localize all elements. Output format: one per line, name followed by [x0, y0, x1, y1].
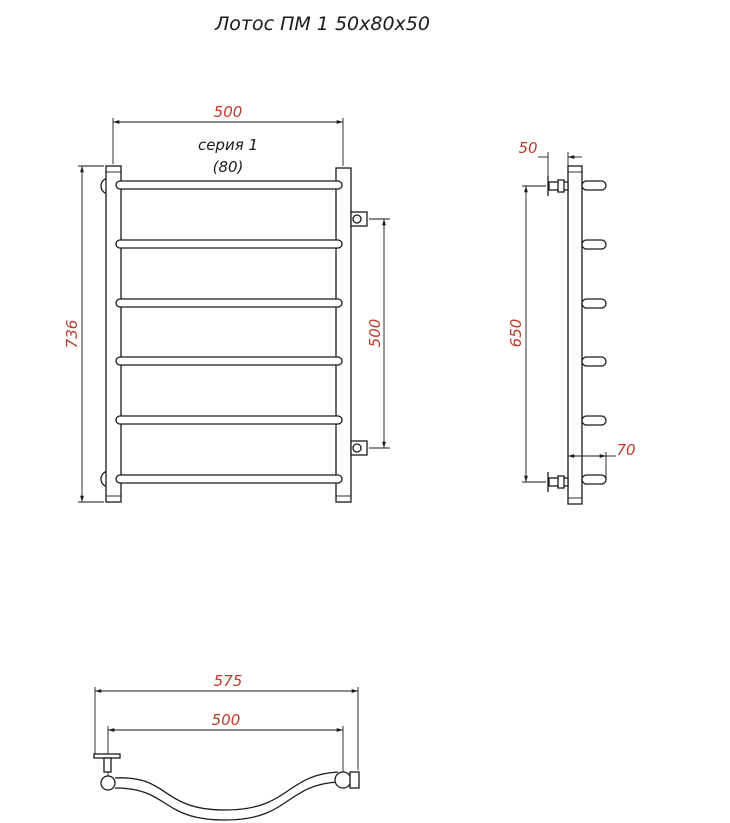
- wall-mount-bottom-icon: [547, 472, 569, 492]
- top-center-dimension: 500: [212, 711, 241, 729]
- rung: [115, 180, 343, 190]
- front-connection-dimension: 500: [366, 319, 384, 348]
- rung: [115, 415, 343, 425]
- rung: [115, 239, 343, 249]
- rung-stub: [581, 474, 607, 485]
- top-fitting-icon: [349, 771, 360, 789]
- rung: [115, 474, 343, 484]
- front-width-dimension: 500: [214, 103, 243, 121]
- top-overall-dimension: 575: [214, 672, 243, 690]
- side-rungs: [581, 180, 607, 485]
- side-depth-dimension: 70: [616, 441, 635, 459]
- rung-stub: [581, 239, 607, 250]
- rungs: [115, 180, 343, 484]
- front-view: 500 серия 1 (80) 736 500: [63, 103, 390, 503]
- rung: [115, 356, 343, 366]
- series-code: (80): [213, 158, 244, 176]
- side-rail: [567, 165, 583, 505]
- rung-stub: [581, 356, 607, 367]
- side-height-dimension: 650: [507, 319, 525, 348]
- side-view: 50 650 70: [507, 139, 636, 505]
- rung-stub: [581, 298, 607, 309]
- drawing-title: Лотос ПМ 1 50x80x50: [214, 13, 430, 35]
- fitting-bottom-icon: [350, 440, 368, 456]
- right-post-icon: [334, 771, 352, 789]
- rung-stub: [581, 415, 607, 426]
- left-post-icon: [100, 775, 116, 791]
- top-view: 575 500: [93, 672, 360, 821]
- fitting-top-icon: [350, 211, 368, 227]
- front-height-dimension: 736: [63, 320, 81, 349]
- left-rail: [105, 165, 122, 503]
- rung: [115, 298, 343, 308]
- right-rail: [335, 167, 352, 503]
- rung-stub: [581, 180, 607, 191]
- series-label: серия 1: [198, 136, 258, 154]
- wall-mount-top-icon: [547, 176, 569, 196]
- side-offset-dimension: 50: [518, 139, 537, 157]
